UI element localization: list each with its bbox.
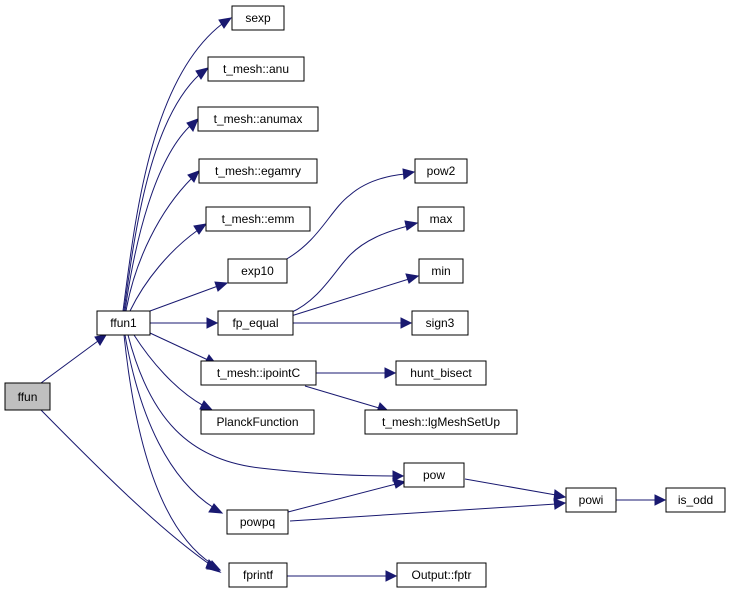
node-label: ffun [18,390,38,404]
node-label: ffun1 [110,316,137,330]
node-powpq[interactable]: powpq [226,509,289,535]
node-t-mesh-egamry[interactable]: t_mesh::egamry [198,158,318,184]
arrow-icon [654,494,667,506]
node-pow[interactable]: pow [403,462,465,488]
node-ffun1[interactable]: ffun1 [96,310,151,336]
arrow-icon [402,168,416,180]
node-fp-equal[interactable]: fp_equal [217,310,294,336]
edge-exp10-pow2 [284,173,406,261]
node-t-mesh-lgmeshsetup[interactable]: t_mesh::lgMeshSetUp [364,409,518,435]
node-min[interactable]: min [418,258,464,284]
arrow-icon [404,220,419,231]
node-planck-function[interactable]: PlanckFunction [200,409,315,435]
node-label: exp10 [241,264,274,278]
node-hunt-bisect[interactable]: hunt_bisect [395,360,487,386]
node-label: pow2 [427,164,456,178]
node-label: PlanckFunction [216,415,298,429]
arrow-icon [553,489,567,501]
arrow-icon [206,317,219,329]
edge-ffun1-egamry [125,177,193,312]
edge-fp_equal-min [290,278,410,317]
arrow-icon [187,170,200,183]
arrow-icon [206,560,222,571]
node-powi[interactable]: powi [565,487,617,513]
node-label: t_mesh::ipointC [217,366,301,380]
edge-ffun1-ipointC [149,332,209,361]
graph-nodes: ffun ffun1 sexp t_mesh::anu t_mesh::anum… [4,5,726,588]
node-sign3[interactable]: sign3 [411,310,469,336]
edge-ffun1-planck [133,334,205,407]
edge-ffun1-fprintf [123,334,213,565]
edge-ffun1-sexp [122,23,223,312]
arrow-icon [384,367,397,379]
node-label: fprintf [243,568,274,582]
node-label: t_mesh::anumax [214,112,303,126]
arrow-icon [400,317,413,329]
arrow-icon [195,67,210,80]
arrow-icon [218,17,233,29]
node-t-mesh-anu[interactable]: t_mesh::anu [207,56,305,82]
node-label: max [430,212,453,226]
edge-ffun1-powpq [124,334,215,509]
node-label: t_mesh::lgMeshSetUp [382,415,500,429]
graph-edges [40,17,667,582]
edge-ffun-ffun1 [40,340,99,384]
node-t-mesh-ipointC[interactable]: t_mesh::ipointC [200,360,317,386]
arrow-icon [405,273,420,284]
node-label: fp_equal [232,316,278,330]
node-label: min [431,264,450,278]
node-exp10[interactable]: exp10 [227,258,288,284]
arrow-icon [392,470,405,482]
node-t-mesh-emm[interactable]: t_mesh::emm [205,206,311,232]
arrow-icon [186,118,199,132]
edge-ffun1-exp10 [149,285,219,312]
arrow-icon [94,334,107,346]
edge-ffun1-anumax [124,125,191,312]
edge-powpq-powi [289,503,557,522]
node-max[interactable]: max [417,206,465,232]
edge-ffun1-anu [123,73,201,312]
edge-powpq-pow [287,483,397,513]
arrow-icon [199,400,214,411]
node-label: t_mesh::anu [223,62,289,76]
edge-ffun-fprintf [40,409,213,567]
node-output-fptr[interactable]: Output::fptr [396,562,487,588]
arrow-icon [392,478,407,489]
arrow-icon [385,570,398,582]
edge-fp_equal-max [289,225,409,314]
arrow-icon [214,281,229,292]
node-sexp[interactable]: sexp [231,5,285,31]
arrow-icon [193,223,208,235]
edge-ffun1-pow [127,334,395,477]
edge-pow-powi [464,478,557,496]
node-is-odd[interactable]: is_odd [665,487,726,513]
node-label: powi [579,493,604,507]
node-t-mesh-anumax[interactable]: t_mesh::anumax [197,106,319,132]
edge-ipointC-lgMeshSetUp [304,385,380,409]
node-label: powpq [240,515,275,529]
node-label: sign3 [426,316,455,330]
edge-ffun1-emm [129,229,199,312]
arrow-icon [553,498,567,510]
node-ffun[interactable]: ffun [4,382,51,411]
node-label: pow [423,468,445,482]
node-fprintf[interactable]: fprintf [228,562,288,588]
node-label: t_mesh::egamry [215,164,301,178]
node-label: t_mesh::emm [222,212,295,226]
node-label: sexp [245,11,271,25]
node-label: Output::fptr [411,568,471,582]
arrow-icon [208,503,224,514]
node-pow2[interactable]: pow2 [414,158,468,184]
node-label: hunt_bisect [410,366,472,380]
node-label: is_odd [678,493,713,507]
